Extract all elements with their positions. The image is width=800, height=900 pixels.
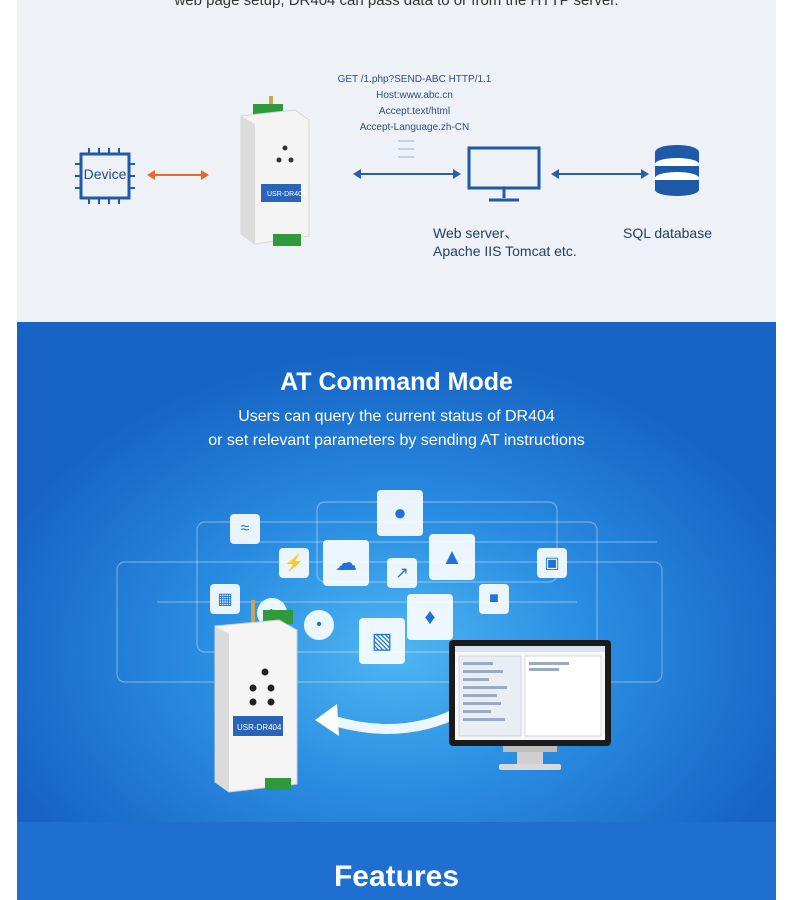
section-subtitle-line1: Users can query the current status of DR… xyxy=(238,408,555,425)
thermometer-icon: • xyxy=(304,610,334,640)
device-link-arrow-icon xyxy=(147,170,209,180)
building-icon: ▧ xyxy=(359,618,405,664)
http-diagram-section: web page setup, DR404 can pass data to o… xyxy=(17,0,776,322)
lightning-icon: ⚡ xyxy=(279,548,309,578)
dr404-device-image: USR-DR404 xyxy=(214,600,298,793)
section-subtitle-line2: or set relevant parameters by sending AT… xyxy=(208,432,585,449)
config-software-monitor-image xyxy=(449,640,611,770)
http-line: Accept.text/html xyxy=(378,106,451,117)
http-line: Host:www.abc.cn xyxy=(376,90,453,101)
web-server-monitor-icon xyxy=(467,146,541,202)
device-label: Device xyxy=(83,166,127,182)
section-title: AT Command Mode xyxy=(280,368,513,396)
section-title: Features xyxy=(333,860,460,893)
chart-icon: ▲ xyxy=(429,534,475,580)
factory-icon: ■ xyxy=(479,584,509,614)
globe-icon: ● xyxy=(377,490,423,536)
dots-separator-icon xyxy=(398,140,414,158)
database-icon xyxy=(655,145,699,196)
sql-database-label: SQL database xyxy=(623,225,712,241)
web-server-label-line1: Web server、 xyxy=(433,225,519,241)
http-request-block: GET /1.php?SEND-ABC HTTP/1.1 Host:www.ab… xyxy=(327,72,502,136)
cloud-folder-icon: ☁ xyxy=(323,540,369,586)
section-intro-text: web page setup, DR404 can pass data to o… xyxy=(174,0,619,9)
wifi-icon: ≈ xyxy=(230,514,260,544)
database-link-arrow-icon xyxy=(551,169,649,179)
http-line: GET /1.php?SEND-ABC HTTP/1.1 xyxy=(337,74,492,85)
device-badge-text: USR-DR404 xyxy=(237,723,282,732)
shield-icon: ♦ xyxy=(407,594,453,640)
device-badge-text: USR-DR404 xyxy=(267,191,306,198)
refresh-icon: ↗ xyxy=(387,558,417,588)
city-icon: ▦ xyxy=(210,584,240,614)
features-section: Features xyxy=(17,822,776,900)
http-line: Accept-Language.zh-CN xyxy=(359,122,470,133)
at-command-section: AT Command Mode Users can query the curr… xyxy=(17,322,776,822)
dr404-device-image: USR-DR404 xyxy=(240,96,310,246)
web-server-label-line2: Apache IIS Tomcat etc. xyxy=(433,243,577,259)
monitor-icon: ▣ xyxy=(537,548,567,578)
server-link-arrow-icon xyxy=(353,169,461,179)
device-chip-icon xyxy=(75,148,135,204)
